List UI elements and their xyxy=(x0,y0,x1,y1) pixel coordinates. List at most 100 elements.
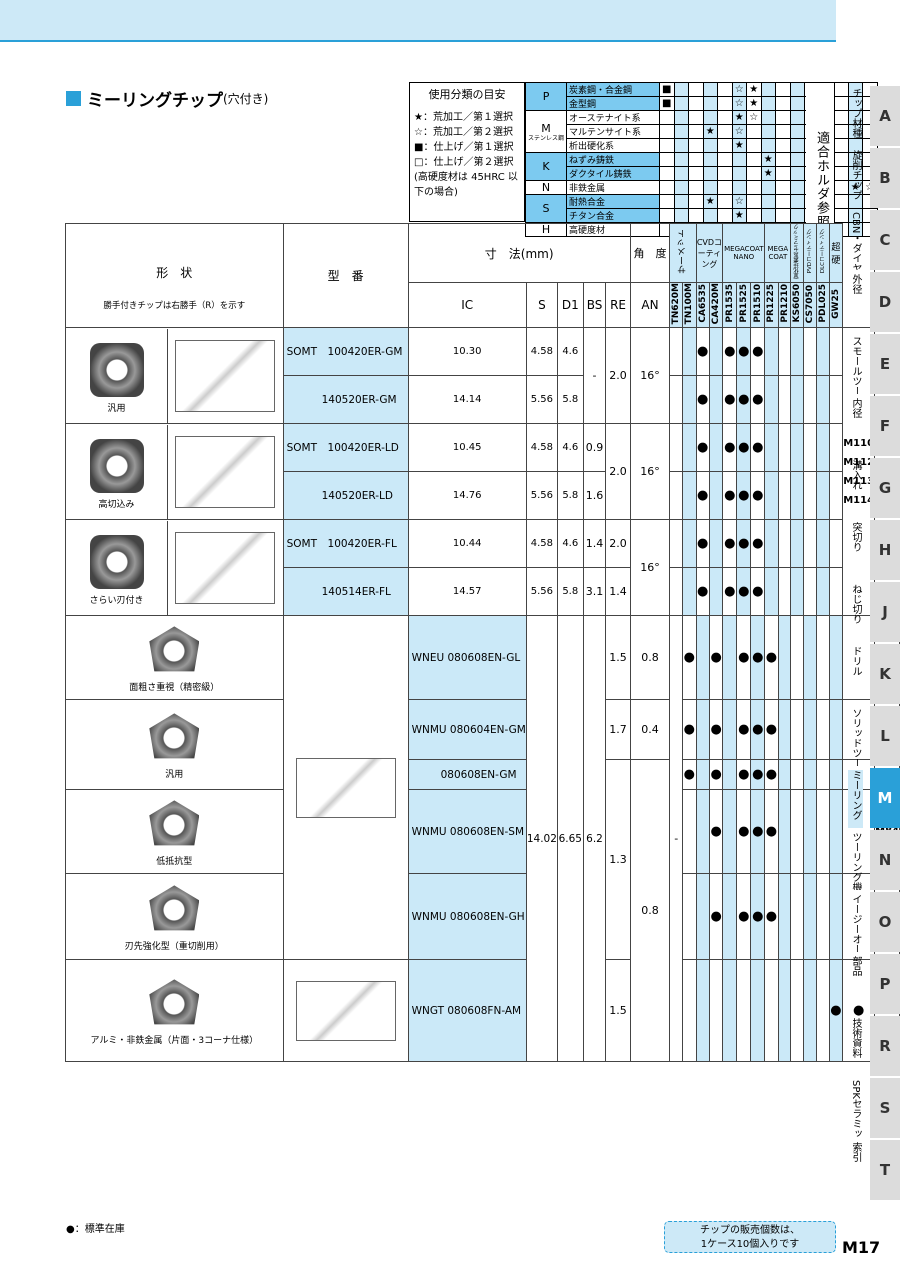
usage-mark xyxy=(746,138,762,153)
grade-cell xyxy=(722,959,738,1063)
grade-cell xyxy=(708,567,724,617)
stock-dot-icon: ● xyxy=(724,344,736,360)
legend-line: (高硬度材は 45HRC 以下の場合) xyxy=(414,172,518,198)
usage-mark: ★ xyxy=(746,82,762,97)
grade-cell xyxy=(815,567,830,617)
usage-mark: ★ xyxy=(702,194,718,209)
grade-cell xyxy=(790,959,805,1063)
usage-mark xyxy=(746,194,762,209)
ic-cell: 10.45 xyxy=(407,423,527,473)
usage-material: 析出硬化系 xyxy=(566,138,661,153)
usage-mark xyxy=(659,110,675,125)
re-cell: 2.0 xyxy=(605,519,631,569)
stock-dot-icon: ● xyxy=(738,392,750,408)
usage-mark xyxy=(717,152,733,167)
shape-cell: 汎用 xyxy=(65,327,284,425)
stock-dot-icon: ● xyxy=(752,722,764,738)
usage-mark: ★ xyxy=(760,152,776,167)
usage-mark xyxy=(673,96,689,111)
grade-cell: ● xyxy=(750,873,766,961)
dimension-drawing xyxy=(175,339,276,412)
usage-mark xyxy=(760,138,776,153)
grade-cell: ● xyxy=(750,789,766,875)
grade-cell xyxy=(777,699,792,761)
usage-mark xyxy=(688,138,704,153)
stock-dot-icon: ● xyxy=(765,767,778,783)
usage-mark xyxy=(688,110,704,125)
legend-box: 使用分類の目安★：荒加工／第１選択☆：荒加工／第２選択■：仕上げ／第１選択□：仕… xyxy=(409,82,525,222)
bs-cell: 1.4 xyxy=(582,519,607,569)
usage-mark xyxy=(760,194,776,209)
stock-dot-icon: ● xyxy=(697,488,709,504)
model-cell: WNMU 080608EN-GH xyxy=(407,873,527,961)
cermet-header: サーメット xyxy=(669,223,697,283)
grade-cell: ● xyxy=(736,699,752,761)
side-tab-o[interactable]: イージーオーダーシステムO xyxy=(836,892,900,954)
usage-mark xyxy=(688,152,704,167)
usage-mark xyxy=(659,208,675,223)
grade-header: PR1525 xyxy=(736,281,752,329)
grade-cell xyxy=(777,759,792,791)
insert-photo-icon xyxy=(149,800,200,846)
usage-mark: ☆ xyxy=(731,194,747,209)
s-cell: 5.56 xyxy=(525,567,558,617)
stock-dot-icon: ● xyxy=(697,536,709,552)
wn-drawing-cell xyxy=(282,959,409,1063)
grade-cell xyxy=(695,699,710,761)
usage-material: 金型鋼 xyxy=(566,96,661,111)
grade-cell: ● xyxy=(736,519,752,569)
grade-cell xyxy=(815,327,830,377)
re-cell: 0.8 xyxy=(629,759,671,1063)
stock-dot-icon: ● xyxy=(738,488,750,504)
holder-ref-cell: M110 M112 M113 M114 xyxy=(842,327,876,617)
shape-photo-cell: 低抵抗型 xyxy=(65,789,284,875)
grade-cell xyxy=(764,327,779,377)
grade-cell xyxy=(815,615,830,701)
grade-cell xyxy=(722,789,738,875)
stock-dot-icon: ● xyxy=(697,392,709,408)
grade-cell xyxy=(815,699,830,761)
grade-cell xyxy=(815,959,830,1063)
grade-cell xyxy=(682,423,697,473)
usage-mark: ■ xyxy=(659,96,675,111)
usage-mark: ☆ xyxy=(731,82,747,97)
grade-cell xyxy=(708,423,724,473)
grade-cell: ● xyxy=(750,327,766,377)
grade-cell xyxy=(722,699,738,761)
usage-mark xyxy=(746,180,762,195)
usage-mark xyxy=(659,194,675,209)
usage-mark xyxy=(673,194,689,209)
re-cell: 1.4 xyxy=(605,567,631,617)
page-title: ミーリングチップ (穴付き) xyxy=(66,86,268,111)
grade-cell xyxy=(803,873,817,961)
grade-cell xyxy=(803,327,817,377)
grade-cell xyxy=(828,699,844,761)
grade-cell xyxy=(708,519,724,569)
grade-cell xyxy=(695,759,710,791)
stock-dot-icon: ● xyxy=(738,536,750,552)
usage-mark xyxy=(688,82,704,97)
usage-mark xyxy=(673,124,689,139)
grade-cell xyxy=(803,789,817,875)
usage-mark xyxy=(746,166,762,181)
grade-cell: ● xyxy=(708,789,724,875)
grade-cell: ● xyxy=(736,759,752,791)
